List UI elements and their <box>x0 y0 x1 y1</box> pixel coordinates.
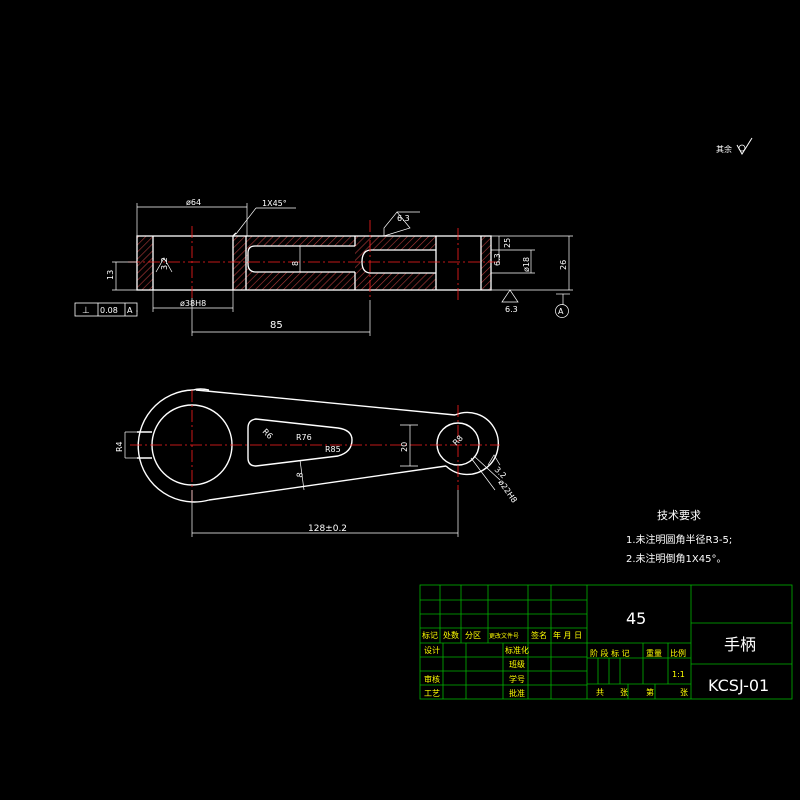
front-outline <box>136 232 492 291</box>
tb-sheets-unit: 张 <box>620 688 628 697</box>
roughness-note-text: 其余 <box>716 144 732 154</box>
tech-req-item-2: 2.未注明倒角1X45°。 <box>626 552 726 565</box>
tb-part-name: 手柄 <box>724 635 756 654</box>
dim-6-3-small: 6.3 <box>493 253 502 266</box>
dim-roughness-bottom: 6.3 <box>505 305 518 314</box>
tb-scale-label: 比例 <box>670 648 686 658</box>
dim-d18: ø18 <box>522 257 531 272</box>
tb-sheets-total: 共 <box>596 688 604 697</box>
front-view: ø64 1X45° 6.3 3.2 8 25 6.3 ø18 26 13 ø38… <box>74 198 573 336</box>
datum-a-label: A <box>558 307 564 316</box>
tolerance-datum: A <box>127 306 133 315</box>
tb-rev-date: 年 月 日 <box>553 630 582 640</box>
dim-plan-32: 3.2 <box>493 465 508 480</box>
dim-r85: R85 <box>325 445 341 454</box>
tb-design: 设计 <box>424 645 440 655</box>
surface-roughness-icon <box>736 137 753 155</box>
front-dimension-text: ø64 1X45° 6.3 3.2 8 25 6.3 ø18 26 13 ø38… <box>106 198 568 331</box>
plan-view: R4 R6 R76 R85 8 20 R8 3.2 ø22H8 128±0.2 <box>115 388 519 537</box>
tb-rev-count: 处数 <box>443 630 459 640</box>
tb-process: 工艺 <box>424 689 440 698</box>
tb-student-no: 学号 <box>509 674 525 684</box>
dim-roughness-top: 6.3 <box>397 214 410 223</box>
tb-class: 班级 <box>509 659 525 669</box>
dim-d38h8: ø38H8 <box>180 299 206 308</box>
tolerance-frame: ⊥ 0.08 A <box>74 302 138 317</box>
tb-sheet-unit2: 张 <box>680 688 688 697</box>
tb-scale-value: 1:1 <box>672 670 685 679</box>
dim-25: 25 <box>503 238 512 248</box>
tb-rev-doc: 更改文件号 <box>489 632 519 640</box>
dim-chamfer: 1X45° <box>262 199 287 208</box>
tb-material: 45 <box>626 609 646 628</box>
tb-rev-sign: 签名 <box>531 630 547 640</box>
dim-26: 26 <box>559 260 568 270</box>
tech-req-title: 技术要求 <box>657 509 701 522</box>
tolerance-value: 0.08 <box>100 306 118 315</box>
front-dimensions <box>112 203 573 336</box>
tb-review: 审核 <box>424 674 440 684</box>
plan-dimensions <box>124 424 501 537</box>
tb-rev-mark: 标记 <box>422 630 438 640</box>
dim-20: 20 <box>400 442 409 452</box>
perpendicularity-symbol: ⊥ <box>82 306 90 316</box>
dim-r4: R4 <box>115 441 124 452</box>
dim-center-distance: 128±0.2 <box>308 524 347 534</box>
tb-stage-mark: 阶 段 标 记 <box>590 648 630 658</box>
tb-sheet-no: 第 <box>646 687 654 697</box>
dim-plan-8: 8 <box>295 472 305 479</box>
dim-d64: ø64 <box>186 198 201 207</box>
tb-standard: 标准化 <box>505 645 529 655</box>
dim-width-8: 8 <box>291 261 300 266</box>
dim-d22h8: ø22H8 <box>496 478 518 505</box>
plan-outline <box>137 388 499 503</box>
front-centerlines <box>128 220 500 300</box>
tb-weight: 重量 <box>646 648 662 658</box>
section-hatching <box>137 236 491 290</box>
dim-85: 85 <box>270 320 283 331</box>
tb-approve: 批准 <box>509 688 525 698</box>
tech-requirements: 技术要求 1.未注明圆角半径R3-5; 2.未注明倒角1X45°。 <box>626 509 732 565</box>
roughness-note: 其余 <box>716 137 753 155</box>
dim-r76: R76 <box>296 433 312 442</box>
dim-r32: 3.2 <box>160 257 169 270</box>
dim-r6: R6 <box>261 427 275 441</box>
plan-centerlines <box>130 390 500 505</box>
tb-rev-zone: 分区 <box>465 631 481 640</box>
tb-drawing-no: KCSJ-01 <box>708 676 769 695</box>
tech-req-item-1: 1.未注明圆角半径R3-5; <box>626 533 732 546</box>
title-block: 标记 处数 分区 更改文件号 签名 年 月 日 设计 标准化 班级 审核 学号 … <box>419 584 793 700</box>
dim-13: 13 <box>106 270 115 280</box>
